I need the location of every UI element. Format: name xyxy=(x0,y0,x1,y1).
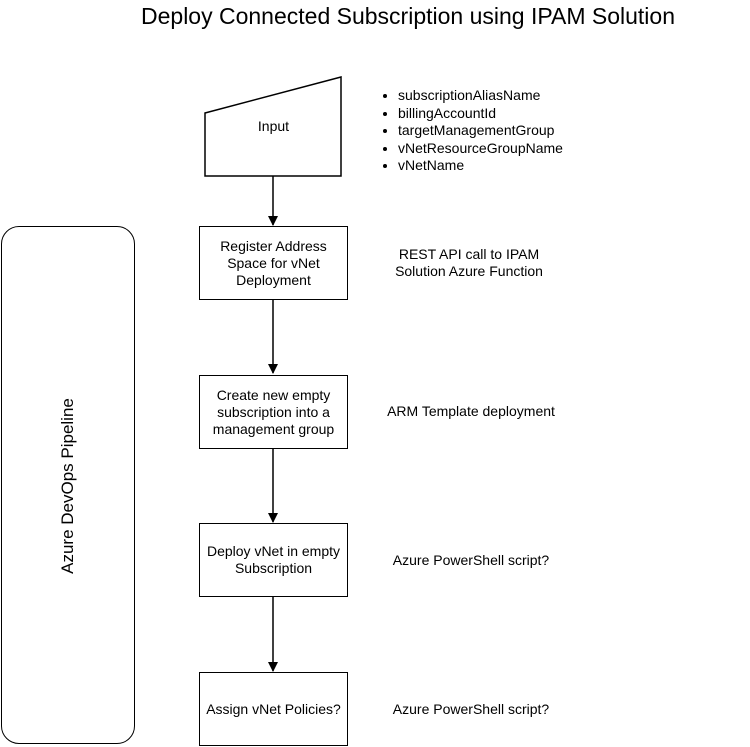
step-assign-policies: Assign vNet Policies? xyxy=(199,672,348,746)
step-create-subscription: Create new empty subscription into a man… xyxy=(199,375,348,449)
list-item: billingAccountId xyxy=(398,105,563,123)
step-label: Assign vNet Policies? xyxy=(206,700,341,717)
step-deploy-vnet: Deploy vNet in empty Subscription xyxy=(199,523,348,597)
step-label: Create new empty subscription into a man… xyxy=(212,386,335,437)
step-note: Azure PowerShell script? xyxy=(392,552,550,568)
list-item: targetManagementGroup xyxy=(398,122,563,140)
pipeline-container xyxy=(1,226,135,744)
list-item: vNetName xyxy=(398,157,563,175)
input-label: Input xyxy=(257,118,290,134)
step-note: REST API call to IPAM Solution Azure Fun… xyxy=(395,246,543,279)
step-register-address-space: Register Address Space for vNet Deployme… xyxy=(199,226,348,300)
input-shape xyxy=(204,76,342,177)
step-note: ARM Template deployment xyxy=(387,403,555,419)
step-label: Deploy vNet in empty Subscription xyxy=(206,543,341,576)
pipeline-label: Azure DevOps Pipeline xyxy=(58,398,77,574)
step-note: Azure PowerShell script? xyxy=(392,701,550,717)
list-item: subscriptionAliasName xyxy=(398,87,563,105)
diagram-title: Deploy Connected Subscription using IPAM… xyxy=(141,3,675,29)
list-item: vNetResourceGroupName xyxy=(398,140,563,158)
input-parameter-list: subscriptionAliasName billingAccountId t… xyxy=(366,87,563,175)
step-label: Register Address Space for vNet Deployme… xyxy=(220,237,327,288)
